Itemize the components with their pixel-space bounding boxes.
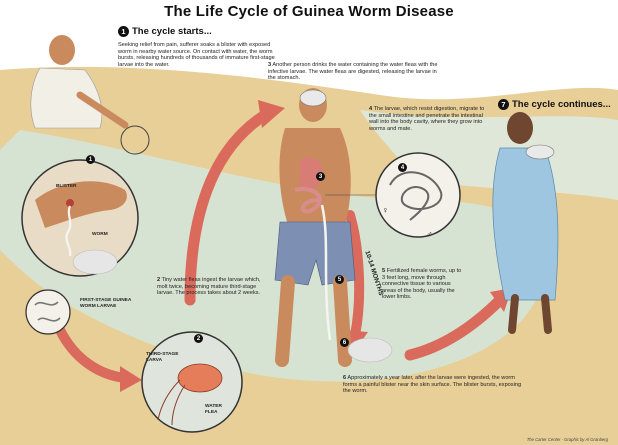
- step5-body: Fertilized female worms, up to 3 feet lo…: [382, 268, 461, 300]
- woman-dress: [493, 148, 558, 300]
- badge-1: 1: [86, 155, 95, 164]
- leg-larvae-cloud: [348, 338, 392, 362]
- credit-line: The Carter Center - Graphic by Al Granbe…: [527, 437, 608, 442]
- label-worm: WORM: [92, 232, 108, 238]
- badge-2: 2: [194, 334, 203, 343]
- sitter-head: [49, 35, 75, 65]
- larvae-circle: [26, 290, 70, 334]
- step6-body: Approximately a year later, after the la…: [343, 375, 521, 394]
- worms-circle: [376, 153, 460, 237]
- step1-heading-text: The cycle starts...: [132, 26, 212, 37]
- label-first-stage: FIRST-STAGE GUINEA WORM LARVAE: [80, 298, 140, 309]
- woman-head: [507, 112, 533, 144]
- diagram-title: The Life Cycle of Guinea Worm Disease: [0, 3, 618, 20]
- woman-bowl: [526, 145, 554, 159]
- blister-mark: [66, 199, 74, 207]
- step3-text: 3 Another person drinks the water contai…: [268, 62, 443, 82]
- step6-text: 6 Approximately a year later, after the …: [343, 375, 528, 395]
- step2-body: Tiny water fleas ingest the larvae which…: [157, 277, 261, 296]
- badge-4: 4: [398, 163, 407, 172]
- badge-6: 6: [340, 338, 349, 347]
- label-blister: BLISTER: [56, 184, 77, 190]
- step2-number: 2: [157, 277, 160, 283]
- step5-number: 5: [382, 268, 385, 274]
- badge-5: 5: [335, 275, 344, 284]
- step7-number: 7: [498, 99, 509, 110]
- label-third-stage: THIRD-STAGE LARVA: [146, 352, 186, 363]
- step5-text: 5 Fertilized female worms, up to 3 feet …: [382, 268, 462, 301]
- badge-3: 3: [316, 172, 325, 181]
- step4-body: The larvae, which resist digestion, migr…: [369, 106, 484, 132]
- step2-text: 2 Tiny water fleas ingest the larvae whi…: [157, 277, 262, 297]
- step1-number: 1: [118, 26, 129, 37]
- label-male: ♂: [426, 232, 433, 238]
- step1-heading: 1 The cycle starts...: [118, 26, 212, 37]
- step4-text: 4 The larvae, which resist digestion, mi…: [369, 106, 489, 132]
- label-water-flea: WATER FLEA: [205, 404, 235, 415]
- label-female: ♀: [382, 208, 389, 214]
- water-flea-body: [178, 364, 222, 392]
- step3-body: Another person drinks the water containi…: [268, 62, 437, 81]
- larvae-cloud: [73, 250, 117, 274]
- drinker-bowl: [300, 90, 326, 106]
- step4-number: 4: [369, 106, 372, 112]
- step7-heading: 7 The cycle continues...: [498, 99, 611, 110]
- step7-heading-text: The cycle continues...: [512, 99, 611, 110]
- step1-text: Seeking relief from pain, sufferer soaks…: [118, 42, 283, 68]
- step6-number: 6: [343, 375, 346, 381]
- step3-number: 3: [268, 62, 271, 68]
